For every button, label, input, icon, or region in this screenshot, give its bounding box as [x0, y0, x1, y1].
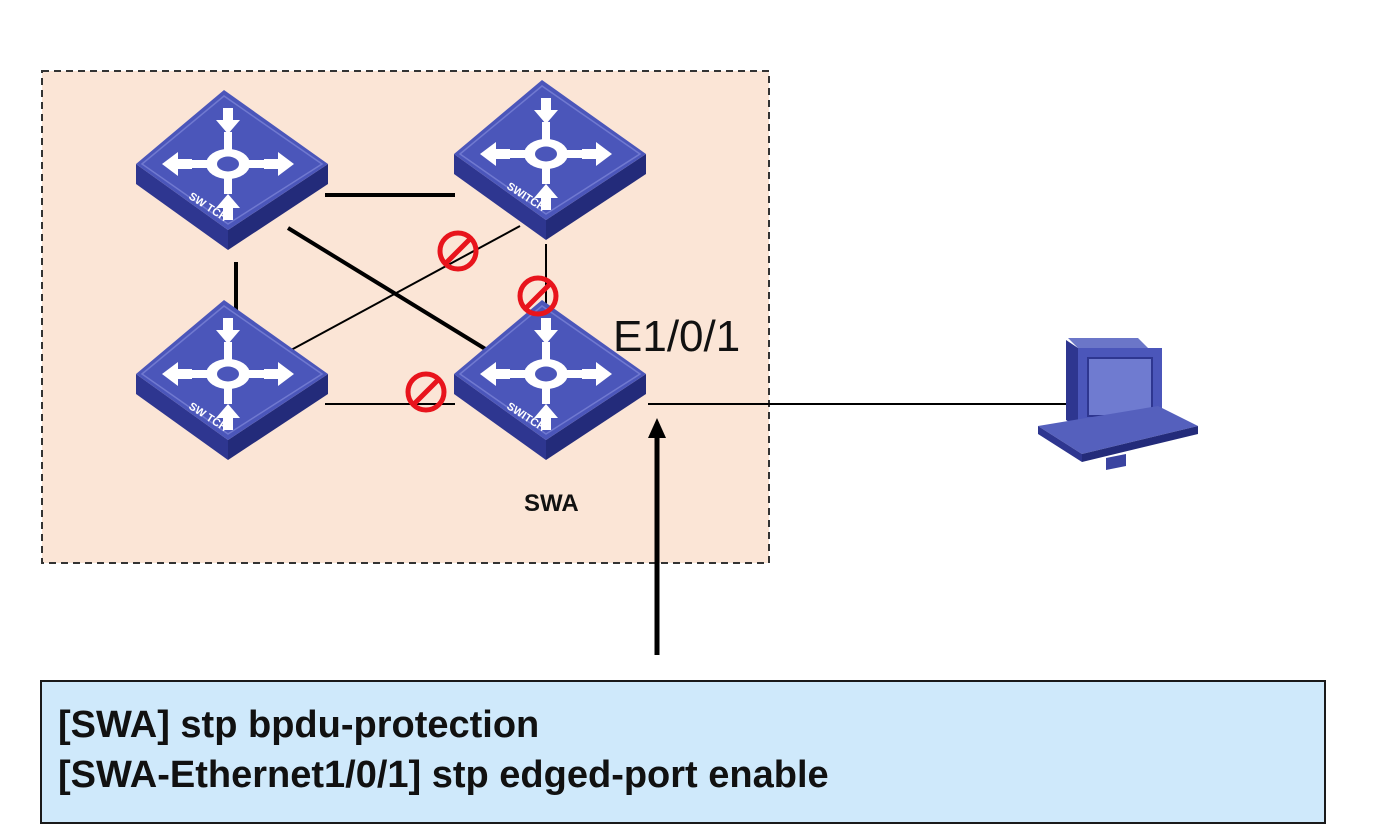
link-diagonal-main: [286, 226, 502, 360]
command-line: [SWA-Ethernet1/0/1] stp edged-port enabl…: [58, 754, 829, 796]
switch-icon: SW TCH: [135, 299, 329, 461]
blocked-port-icon: [437, 230, 479, 272]
computer-icon: [1038, 338, 1198, 470]
switch-name-label: SWA: [524, 490, 579, 517]
blocked-port-icon: [405, 371, 447, 413]
arrow-up-icon: [648, 418, 666, 655]
port-label: E1/0/1: [613, 312, 741, 361]
command-line: [SWA] stp bpdu-protection: [58, 704, 540, 746]
switch-icon: SWITCH: [453, 299, 647, 461]
blocked-port-icon: [517, 275, 559, 317]
link-diagonal-blocked: [279, 225, 521, 357]
switch-icon: SWITCH: [453, 79, 647, 241]
command-box: [SWA] stp bpdu-protection [SWA-Ethernet1…: [40, 680, 1326, 824]
switch-icon: SW TCH: [135, 89, 329, 251]
